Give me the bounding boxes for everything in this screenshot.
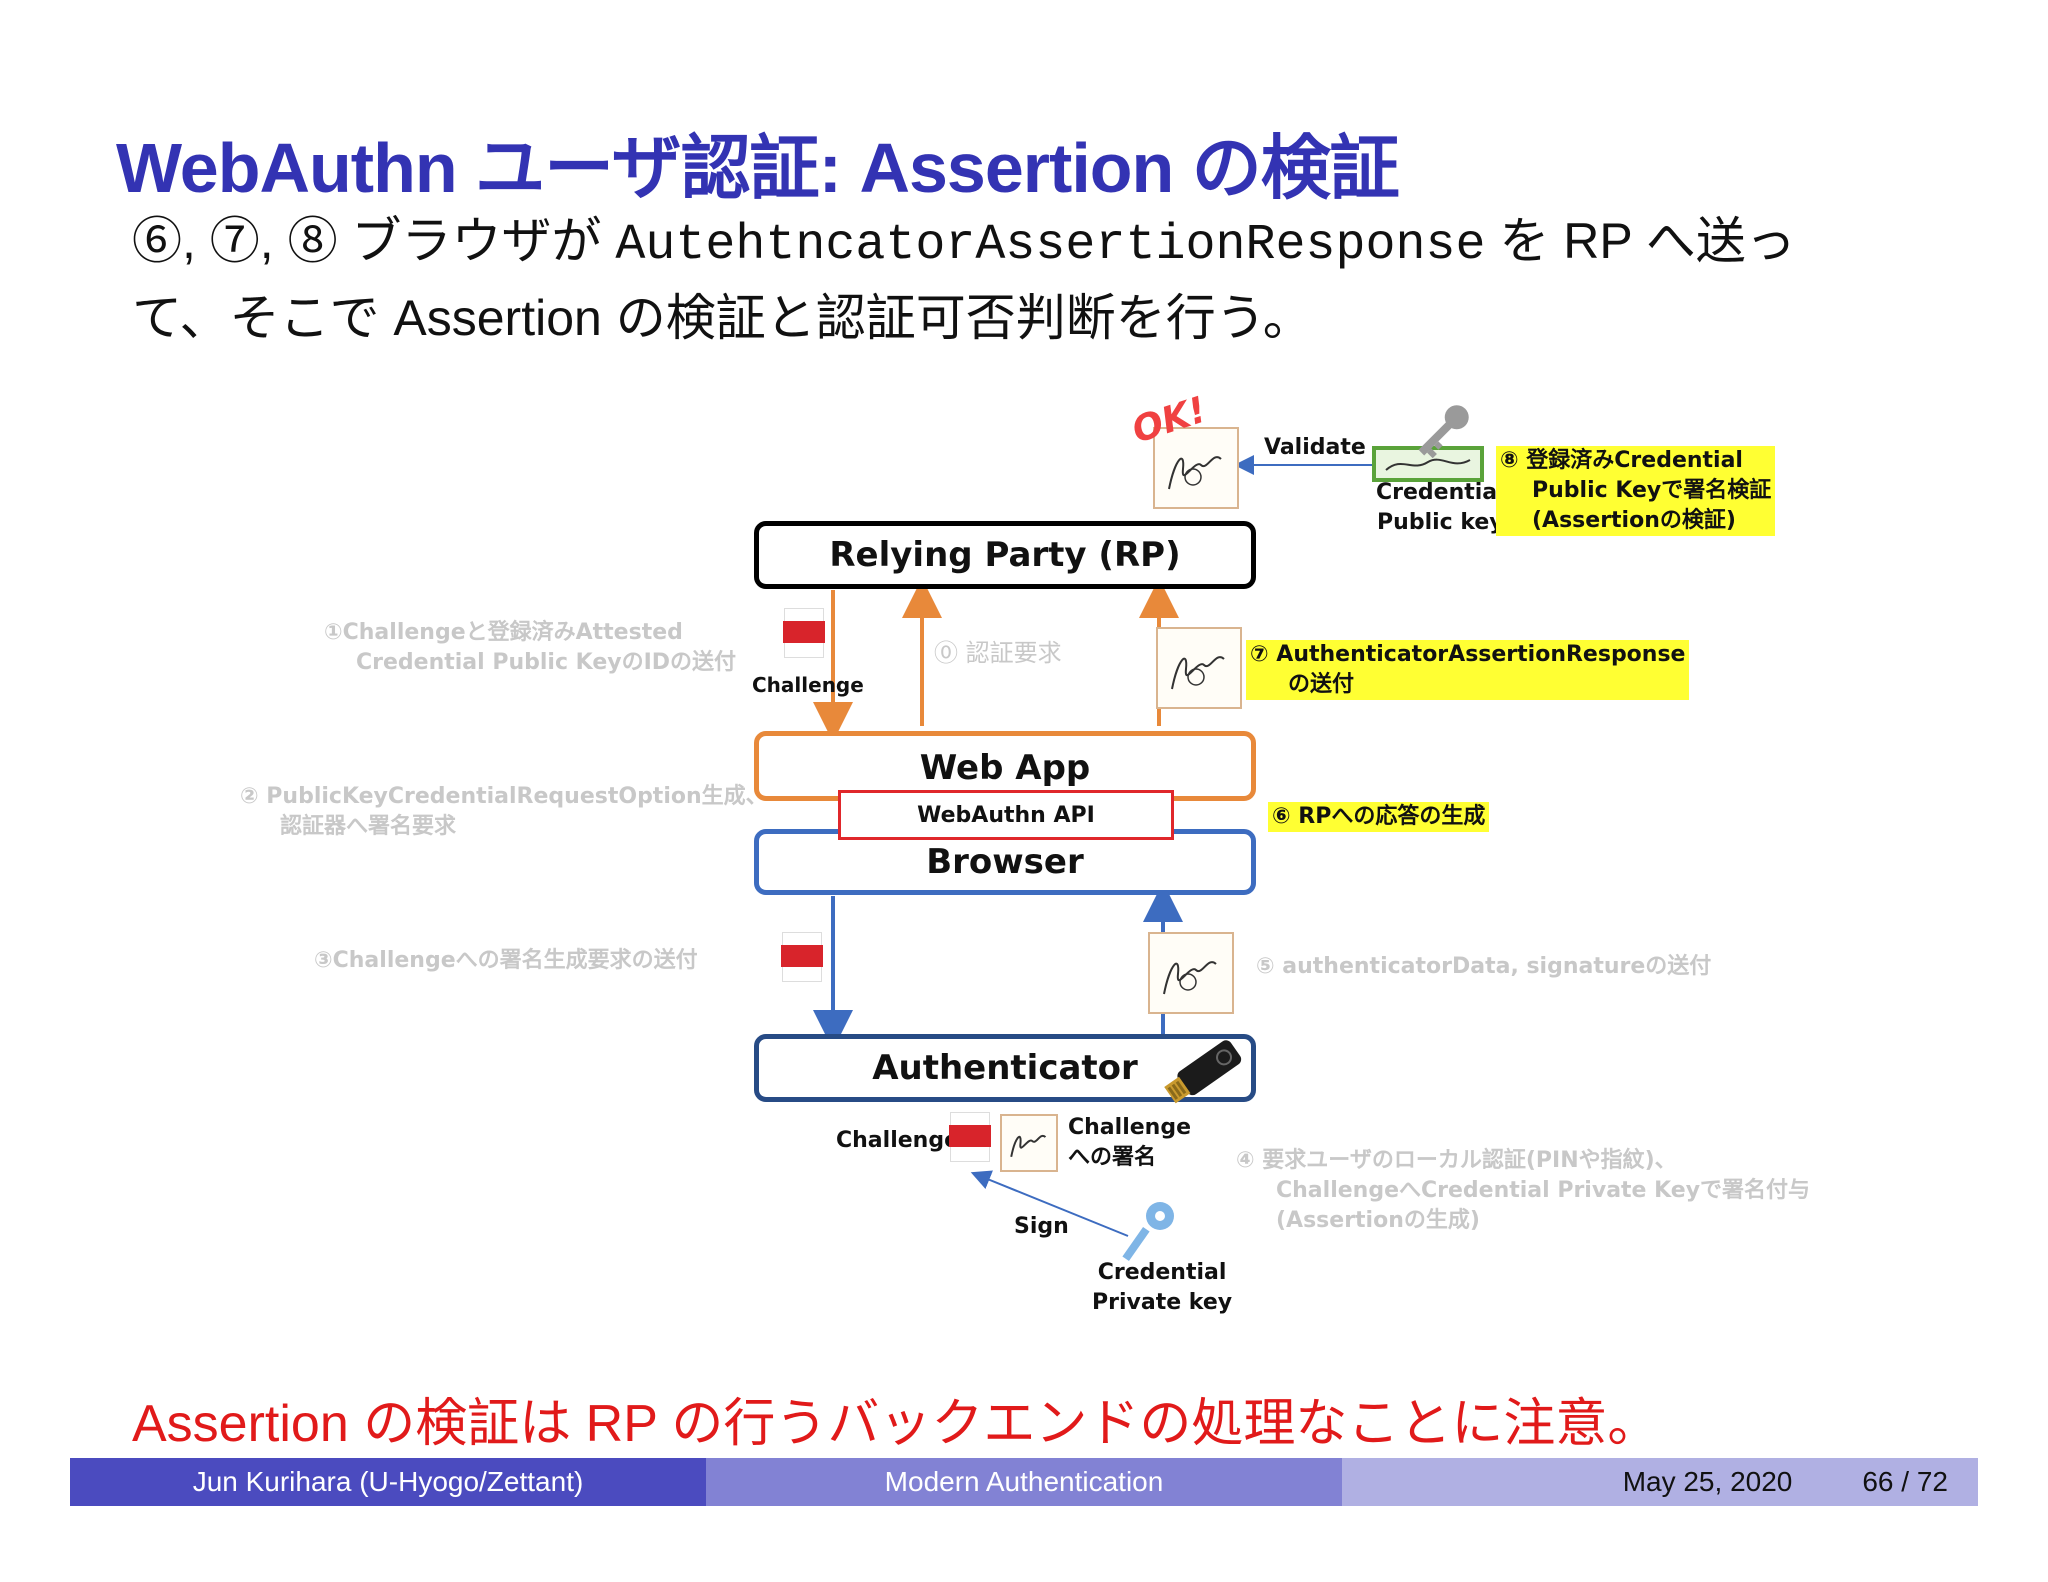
intro-line-1: ⑥, ⑦, ⑧ ブラウザが AutehtncatorAssertionRespo… (132, 213, 1796, 274)
signature-icon (1171, 656, 1225, 690)
step-5-label: ⑤ authenticatorData, signatureの送付 (1256, 954, 1712, 979)
sign-label: Sign (1014, 1214, 1069, 1239)
signature-icon (1010, 1134, 1047, 1158)
challenge-document-icon (783, 608, 825, 658)
credential-public-key-icon (1372, 405, 1484, 482)
web-app-box: Web App (754, 731, 1256, 801)
footer-talk-title: Modern Authentication (706, 1458, 1342, 1506)
page-title: WebAuthn ユーザ認証: Assertion の検証 (116, 129, 1400, 207)
step-3-label: ③Challengeへの署名生成要求の送付 (314, 948, 698, 973)
step-2-label: ② PublicKeyCredentialRequestOption生成、 認証… (240, 784, 768, 839)
intro-text: ⑥, ⑦, ⑧ ブラウザが AutehtncatorAssertionRespo… (132, 205, 1796, 354)
credential-public-key-label: Credential Public key (1376, 480, 1505, 535)
signed-document-validated (1153, 427, 1239, 509)
note-text: Assertion の検証は RP の行うバックエンドの処理なことに注意。 (132, 1395, 1660, 1453)
challenge-label-top: Challenge (752, 673, 864, 697)
signature-icon (1168, 456, 1222, 490)
credential-private-key-icon (1122, 1202, 1174, 1262)
step-0-label: ⓪ 認証要求 (934, 639, 1062, 667)
challenge-signature-label: Challenge への署名 (1068, 1115, 1191, 1170)
credential-private-key-label: Credential Private key (1092, 1260, 1233, 1315)
footer-date: May 25, 2020 (1622, 1466, 1793, 1497)
signed-document-response (1156, 627, 1242, 709)
challenge-label-bottom: Challenge (836, 1128, 959, 1153)
intro-code: AutehtncatorAssertionResponse (615, 217, 1486, 274)
footer-author: Jun Kurihara (U-Hyogo/Zettant) (70, 1458, 706, 1506)
challenge-document-icon (949, 1112, 991, 1162)
intro-line-2: て、そこで Assertion の検証と認証可否判断を行う。 (132, 290, 1313, 346)
challenge-signature-document (1000, 1114, 1058, 1172)
security-key-icon (1164, 1040, 1242, 1104)
webauthn-api-box: WebAuthn API (838, 790, 1174, 840)
page-number: 66 / 72 (1862, 1466, 1948, 1497)
step-4-label: ④ 要求ユーザのローカル認証(PINや指紋)、 ChallengeへCreden… (1236, 1148, 1811, 1233)
step-8-label: ⑧ 登録済みCredential Public Keyで署名検証 (Assert… (1496, 446, 1776, 536)
footer-meta: May 25, 2020 66 / 72 (1342, 1458, 1978, 1506)
arrow-sign (970, 1170, 1129, 1237)
challenge-document-icon (781, 932, 823, 982)
footer-bar: Jun Kurihara (U-Hyogo/Zettant) Modern Au… (70, 1458, 1978, 1506)
signed-document-authenticator-data (1148, 932, 1234, 1014)
signature-icon (1163, 961, 1217, 995)
validate-label: Validate (1264, 435, 1366, 460)
step-7-label: ⑦ AuthenticatorAssertionResponse の送付 (1246, 640, 1690, 700)
relying-party-box: Relying Party (RP) (754, 521, 1256, 589)
step-1-label: ①Challengeと登録済みAttested Credential Publi… (324, 620, 737, 675)
step-6-label: ⑥ RPへの応答の生成 (1268, 802, 1490, 832)
